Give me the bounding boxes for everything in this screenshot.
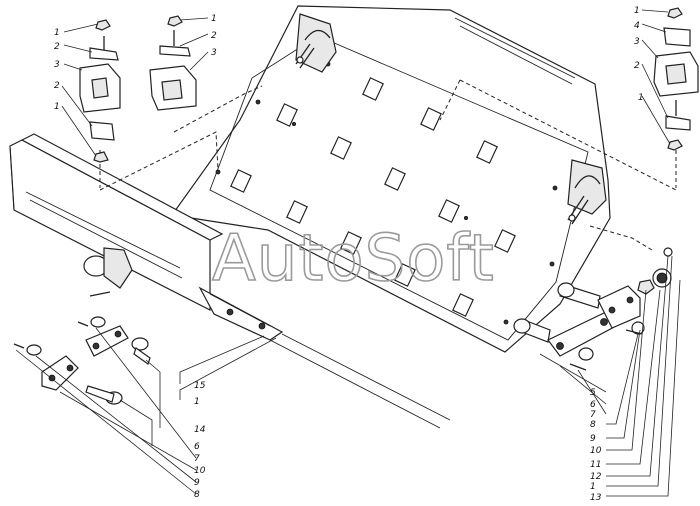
label-bc-3: 14 [194, 425, 206, 435]
plate-clamp-top [295, 13, 337, 73]
label-br-4: 8 [590, 420, 596, 430]
label-tr-1: 1 [634, 6, 640, 16]
assembly-guides [99, 79, 677, 251]
label-tl-1: 1 [54, 28, 60, 38]
lower-left-parts [13, 316, 151, 405]
label-br-3: 7 [590, 410, 596, 420]
label-tr-2: 4 [634, 21, 640, 31]
label-tr-3: 3 [634, 37, 640, 47]
label-bc-2: 1 [194, 397, 200, 407]
label-bc-8: 8 [194, 490, 200, 500]
fastener-stack-mid [149, 15, 197, 111]
label-tr-5: 1 [638, 93, 644, 103]
part-number-labels: 1 2 3 2 1 1 2 3 1 4 3 2 1 15 1 14 6 7 10… [54, 6, 644, 503]
label-bc-4: 6 [194, 442, 200, 452]
label-bc-7: 9 [194, 478, 200, 488]
label-br-1: 5 [590, 388, 596, 398]
label-br-5: 9 [590, 434, 596, 444]
label-bc-1: 15 [194, 381, 206, 391]
label-tl-2: 2 [54, 42, 60, 52]
label-tm-2: 2 [211, 31, 217, 41]
label-br-8: 12 [590, 472, 602, 482]
label-br-9: 1 [590, 482, 596, 492]
label-tl-4: 2 [54, 81, 60, 91]
watermark-text: AutoSoft [212, 222, 495, 296]
fastener-stack-left [79, 19, 121, 163]
label-bc-6: 10 [194, 466, 206, 476]
mounting-plate [170, 5, 611, 429]
label-br-10: 13 [590, 493, 602, 503]
lower-right-parts [513, 247, 673, 371]
label-br-7: 11 [590, 460, 601, 470]
leader-lines [15, 9, 681, 497]
left-rail-bracket [9, 133, 284, 341]
label-tm-3: 3 [211, 48, 217, 58]
label-br-2: 6 [590, 400, 596, 410]
label-tl-3: 3 [54, 60, 60, 70]
plate-slots [230, 77, 516, 317]
label-tr-4: 2 [634, 61, 640, 71]
plate-clamp-right [567, 159, 607, 225]
label-bc-5: 7 [194, 454, 200, 464]
label-tm-1: 1 [211, 14, 217, 24]
label-tl-5: 1 [54, 102, 60, 112]
fastener-stack-right [653, 7, 699, 151]
label-br-6: 10 [590, 446, 602, 456]
